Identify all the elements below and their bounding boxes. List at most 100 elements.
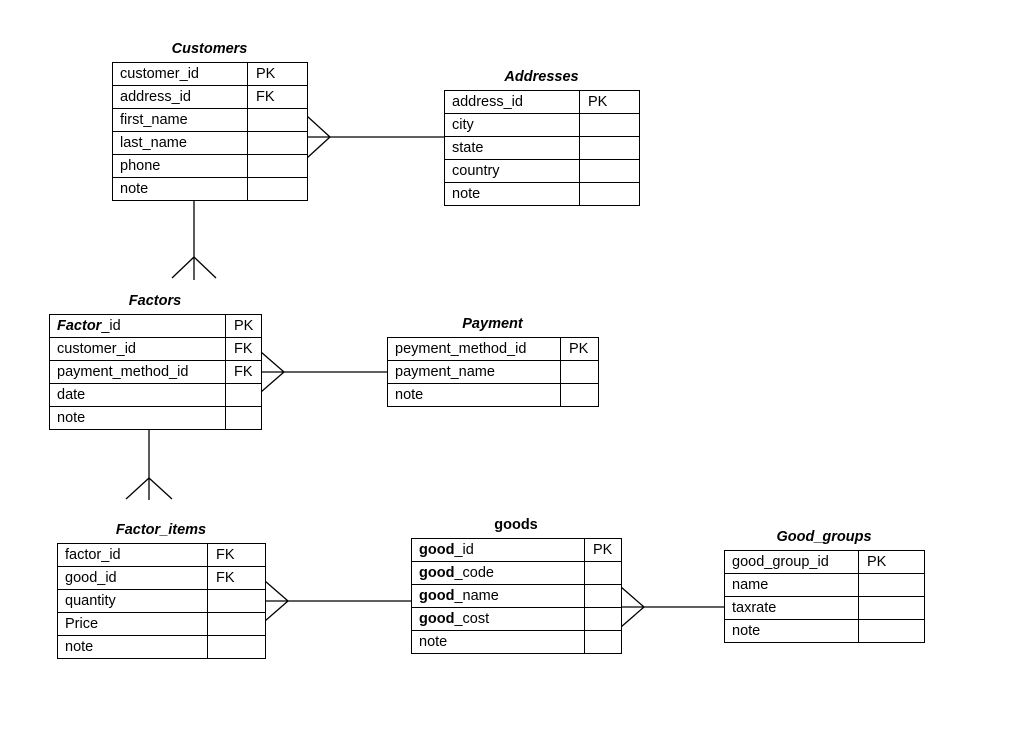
attribute-row[interactable]: note: [49, 406, 262, 430]
attribute-row[interactable]: good_code: [411, 561, 622, 585]
attribute-name-text: payment_method_id: [57, 363, 189, 380]
attribute-row[interactable]: state: [444, 136, 640, 160]
attribute-row[interactable]: date: [49, 383, 262, 407]
attribute-row[interactable]: quantity: [57, 589, 266, 613]
attribute-name-text: _id: [101, 317, 121, 334]
attribute-key: [584, 584, 622, 608]
attribute-row[interactable]: note: [411, 630, 622, 654]
attribute-name-text: phone: [120, 157, 161, 174]
relationship-customers-to-factors: [171, 200, 217, 280]
attribute-name-prefix: good: [419, 610, 455, 627]
attribute-name-prefix: good: [419, 541, 455, 558]
attribute-key: [247, 131, 308, 155]
attribute-row[interactable]: country: [444, 159, 640, 183]
attribute-row[interactable]: note: [112, 177, 308, 201]
attribute-name: note: [387, 383, 561, 407]
attribute-name: payment_name: [387, 360, 561, 384]
attribute-row[interactable]: name: [724, 573, 925, 597]
attribute-name-text: taxrate: [732, 599, 777, 616]
relationship-factor-items-to-goods: [264, 580, 411, 622]
attribute-key: [207, 589, 266, 613]
attribute-name: note: [49, 406, 226, 430]
attribute-row[interactable]: note: [724, 619, 925, 643]
attribute-row[interactable]: note: [57, 635, 266, 659]
attribute-row[interactable]: payment_name: [387, 360, 599, 384]
attribute-key: [207, 635, 266, 659]
attribute-row[interactable]: address_id PK: [444, 90, 640, 114]
attribute-name-text: note: [732, 622, 761, 639]
attribute-name-text: country: [452, 162, 500, 179]
attribute-name: note: [57, 635, 208, 659]
attribute-row[interactable]: payment_method_id FK: [49, 360, 262, 384]
attribute-name: state: [444, 136, 580, 160]
attribute-name: customer_id: [49, 337, 226, 361]
relationship-factors-to-factor-items: [125, 430, 173, 500]
attribute-name-text: note: [65, 638, 94, 655]
attribute-row[interactable]: good_name: [411, 584, 622, 608]
relationship-goods-to-good-groups: [620, 586, 724, 628]
attribute-row[interactable]: taxrate: [724, 596, 925, 620]
attribute-key: FK: [225, 360, 262, 384]
attribute-row[interactable]: city: [444, 113, 640, 137]
attribute-name-prefix: Factor: [57, 317, 102, 334]
attribute-name: note: [724, 619, 859, 643]
attribute-name: Factor_id: [49, 314, 226, 338]
attribute-name-text: note: [120, 180, 149, 197]
attribute-row[interactable]: phone: [112, 154, 308, 178]
attribute-name: good_group_id: [724, 550, 859, 574]
attribute-name-text: _name: [454, 587, 499, 604]
attribute-name-text: good_group_id: [732, 553, 829, 570]
attribute-row[interactable]: first_name: [112, 108, 308, 132]
attribute-name-prefix: good: [419, 587, 455, 604]
attribute-name-text: note: [419, 633, 448, 650]
attribute-row[interactable]: last_name: [112, 131, 308, 155]
attribute-name: good_name: [411, 584, 585, 608]
attribute-row[interactable]: note: [387, 383, 599, 407]
attribute-key: [858, 573, 925, 597]
attribute-key: FK: [207, 566, 266, 590]
attribute-key: PK: [579, 90, 640, 114]
attribute-name-text: state: [452, 139, 484, 156]
attribute-row[interactable]: Price: [57, 612, 266, 636]
attribute-key: [560, 383, 599, 407]
attribute-name-text: quantity: [65, 592, 116, 609]
attribute-name: date: [49, 383, 226, 407]
attribute-row[interactable]: good_group_id PK: [724, 550, 925, 574]
attribute-name-text: _code: [454, 564, 494, 581]
attribute-name: country: [444, 159, 580, 183]
entity-title-addresses: Addresses: [504, 69, 579, 85]
attribute-name: quantity: [57, 589, 208, 613]
attribute-key: PK: [858, 550, 925, 574]
attribute-key: [560, 360, 599, 384]
attribute-key: PK: [560, 337, 599, 361]
attribute-name: last_name: [112, 131, 248, 155]
attribute-key: [584, 561, 622, 585]
attribute-name-text: last_name: [120, 134, 187, 151]
attribute-name: address_id: [112, 85, 248, 109]
attribute-name-text: _id: [454, 541, 474, 558]
entity-title-payment: Payment: [462, 316, 523, 332]
relationship-factors-to-payment: [260, 351, 387, 393]
attribute-row[interactable]: note: [444, 182, 640, 206]
attribute-name: note: [444, 182, 580, 206]
attribute-row[interactable]: good_cost: [411, 607, 622, 631]
attribute-name-text: address_id: [452, 93, 523, 110]
